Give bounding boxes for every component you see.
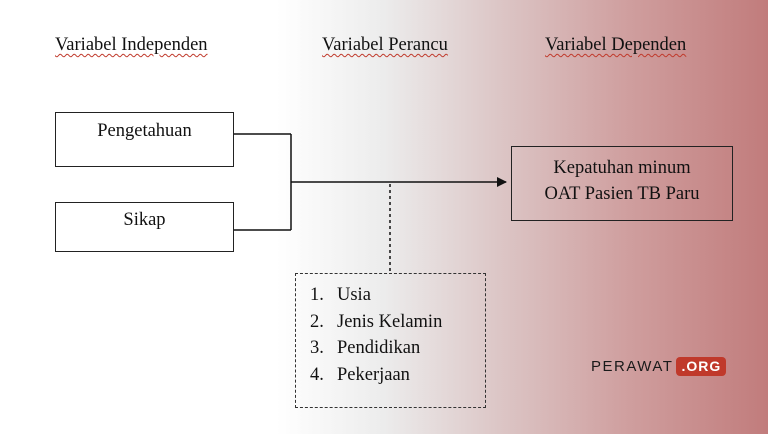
heading-independent: Variabel Independen — [55, 35, 208, 55]
heading-dependent: Variabel Dependen — [545, 35, 687, 55]
logo-suffix-badge: .ORG — [676, 357, 727, 376]
box-pengetahuan: Pengetahuan — [55, 112, 234, 167]
box-pengetahuan-label: Pengetahuan — [97, 121, 192, 141]
box-sikap: Sikap — [55, 202, 234, 252]
confounder-item: 3. Pendidikan — [310, 335, 485, 362]
dependent-line-2: OAT Pasien TB Paru — [544, 184, 700, 204]
box-sikap-label: Sikap — [123, 210, 166, 230]
confounder-box: 1. Usia 2. Jenis Kelamin 3. Pendidikan 4. Pe… — [295, 273, 486, 408]
perawat-logo: PERAWAT .ORG — [591, 357, 727, 376]
dependent-line-1: Kepatuhan minum — [553, 158, 691, 178]
confounder-label: Usia — [337, 285, 371, 305]
confounder-label: Pendidikan — [337, 338, 421, 358]
confounder-item: 4. Pekerjaan — [310, 362, 485, 389]
confounder-number: 1. — [310, 285, 324, 305]
confounder-label: Jenis Kelamin — [337, 311, 443, 332]
logo-name: PERAWAT — [591, 358, 674, 375]
confounder-list: 1. Usia 2. Jenis Kelamin 3. Pendidikan 4. Pe… — [310, 282, 485, 388]
confounder-number: 2. — [310, 311, 324, 332]
confounder-item: 1. Usia — [310, 282, 485, 309]
heading-confounding: Variabel Perancu — [322, 35, 448, 55]
confounder-number: 3. — [310, 338, 324, 358]
confounder-item: 2. Jenis Kelamin — [310, 309, 485, 336]
box-dependent: Kepatuhan minum OAT Pasien TB Paru — [511, 146, 733, 221]
confounder-label: Pekerjaan — [337, 364, 410, 385]
confounder-number: 4. — [310, 364, 324, 385]
